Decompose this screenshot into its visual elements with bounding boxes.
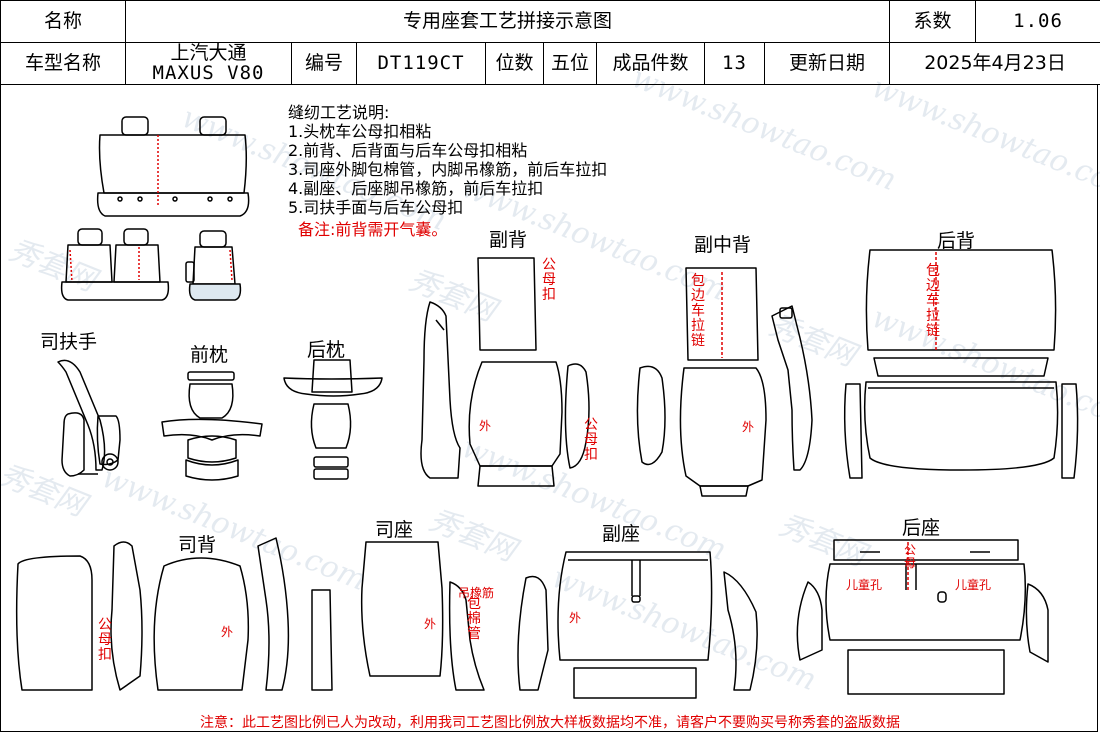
label-rear-headrest: 后枕 <box>307 339 346 361</box>
seam-marks <box>721 252 937 592</box>
passenger-seat-pattern <box>517 551 758 699</box>
driver-seat-pattern <box>311 541 485 691</box>
front-seat-thumbnail <box>185 230 242 301</box>
code-value: DT119CT <box>356 42 486 85</box>
snap-short-mark: 公母 <box>903 543 916 570</box>
label-driver-armrest: 司扶手 <box>40 331 98 353</box>
driver-back-pattern <box>15 537 290 691</box>
middle-seats-thumbnail <box>60 228 170 301</box>
outer-mark: 外 <box>221 625 234 639</box>
snap-mark: 公母扣 <box>584 417 598 463</box>
label-rear-seat: 后座 <box>902 517 941 539</box>
child-hole-mark: 儿童孔 <box>955 578 992 592</box>
model-name-en: MAXUS V80 <box>152 61 265 84</box>
label-driver-back: 司背 <box>178 534 217 556</box>
note-item: 2.前背、后背面与后车公母扣相粘 <box>288 141 528 160</box>
label-passenger-mid-back: 副中背 <box>694 234 752 256</box>
coef-value: 1.06 <box>975 0 1100 43</box>
note-item: 1.头枕车公母扣相粘 <box>288 122 432 141</box>
rear-headrest-pattern <box>283 359 383 480</box>
seat-value: 五位 <box>543 42 597 85</box>
airbag-remark: 备注:前背需开气囊。 <box>298 220 448 239</box>
child-hole-mark: 儿童孔 <box>846 578 883 592</box>
driver-armrest-pattern <box>57 359 121 477</box>
notes-title: 缝纫工艺说明: <box>288 103 390 122</box>
note-item: 4.副座、后座脚吊橡筋，前后车拉扣 <box>288 179 544 198</box>
rear-seat-pattern <box>796 539 1049 695</box>
note-item: 3.司座外脚包棉管，内脚吊橡筋，前后车拉扣 <box>288 160 608 179</box>
name-label: 名称 <box>0 0 126 43</box>
seat-overview-illustration <box>60 116 250 301</box>
outer-mark: 外 <box>742 420 755 434</box>
label-passenger-seat: 副座 <box>602 523 641 545</box>
rear-bench-thumbnail <box>96 116 250 217</box>
label-passenger-back: 副背 <box>489 229 528 251</box>
pieces-label: 成品件数 <box>596 42 705 85</box>
model-name: 上汽大通 MAXUS V80 <box>125 42 292 85</box>
note-item: 5.司扶手面与后车公母扣 <box>288 198 464 217</box>
header-table: 名称 专用座套工艺拼接示意图 系数 1.06 车型名称 上汽大通 MAXUS V… <box>0 0 1100 85</box>
passenger-mid-back-pattern <box>636 267 813 497</box>
outer-mark: 外 <box>569 611 582 625</box>
rear-back-pattern <box>843 249 1079 479</box>
code-label: 编号 <box>291 42 357 85</box>
zipper-mark: 包边车拉链 <box>691 273 705 349</box>
elastic-mark: 吊橡筋 <box>458 586 495 600</box>
foam-tube-mark: 包棉管 <box>467 596 481 642</box>
drawing-frame <box>0 85 1098 732</box>
snap-mark: 公母扣 <box>542 257 556 303</box>
label-front-headrest: 前枕 <box>190 344 229 366</box>
outer-mark: 外 <box>424 617 437 631</box>
model-name-cn: 上汽大通 <box>170 42 247 64</box>
front-headrest-pattern <box>161 371 263 481</box>
update-value: 2025年4月23日 <box>889 42 1100 85</box>
passenger-back-pattern <box>420 257 590 487</box>
seat-label: 位数 <box>485 42 544 85</box>
footer-warning: 注意：此工艺图比例已人为改动，利用我司工艺图比例放大样板数据均不准，请客户不要购… <box>200 715 900 731</box>
snap-mark: 公母扣 <box>98 617 112 663</box>
sewing-notes: 缝纫工艺说明: 1.头枕车公母扣相粘 2.前背、后背面与后车公母扣相粘 3.司座… <box>288 103 607 217</box>
zipper-mark: 包边车拉链 <box>926 263 940 339</box>
label-rear-back: 后背 <box>937 230 976 252</box>
outer-mark: 外 <box>479 419 492 433</box>
label-driver-seat: 司座 <box>375 519 414 541</box>
page-title: 专用座套工艺拼接示意图 <box>124 0 891 43</box>
update-label: 更新日期 <box>763 42 891 85</box>
